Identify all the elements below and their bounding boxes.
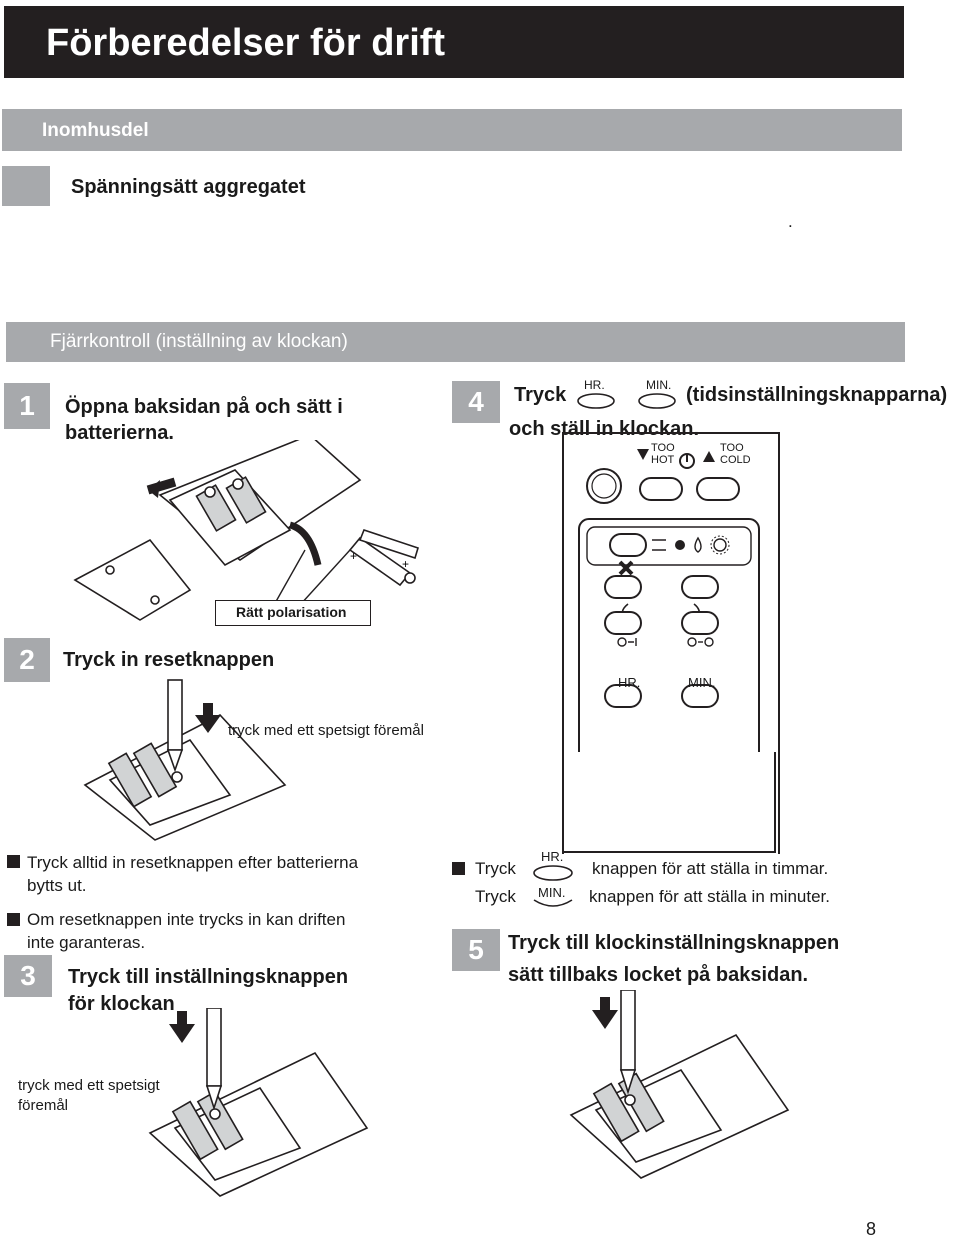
polarity-label-box: Rätt polarisation	[215, 600, 371, 626]
reset-illustration	[83, 679, 287, 841]
too-hot-l2: HOT	[651, 454, 675, 466]
svg-text:+: +	[402, 557, 409, 571]
min-note-button-icon	[533, 899, 573, 907]
step-5-line2: sätt tillbaks locket på baksidan.	[508, 964, 809, 986]
too-cold-l2: COLD	[720, 454, 751, 466]
clock-set-illustration-right	[569, 990, 790, 1179]
note-2-line1: Om resetknappen inte trycks in kan drift…	[27, 910, 346, 929]
power-dot: .	[788, 212, 793, 231]
press-arrow-icon	[195, 703, 221, 733]
too-hot-l1: TOO	[651, 442, 675, 454]
step-3-number: 3	[4, 955, 52, 997]
power-icon	[679, 453, 695, 469]
note-1-line1: Tryck alltid in resetknappen efter batte…	[27, 853, 359, 872]
remote-body-bottom	[562, 752, 776, 853]
step-5-line1: Tryck till klockinställningsknappen	[508, 932, 840, 954]
note-1-bullet	[7, 855, 20, 868]
step-3-press-label-l2: föremål	[18, 1097, 69, 1114]
remote-min-label: MIN.	[688, 675, 716, 690]
step-4-tryck: Tryck	[514, 384, 567, 406]
hr-note-bullet	[452, 862, 465, 875]
too-cold-l1: TOO	[720, 442, 744, 454]
power-heading: Spänningsätt aggregatet	[71, 176, 306, 198]
remote-buttons	[578, 468, 760, 752]
power-marker	[2, 166, 50, 206]
step-3-text-line1: Tryck till inställningsknappen	[68, 966, 349, 988]
press-arrow-icon-step5	[592, 997, 618, 1029]
note-1-line2: bytts ut.	[27, 876, 87, 895]
step-1-text-line2: batterierna.	[65, 422, 174, 444]
step-5-number: 5	[452, 929, 500, 971]
clock-set-illustration-left	[148, 1008, 369, 1197]
min-button-icon	[638, 393, 676, 409]
hr-note-label: HR.	[541, 849, 564, 864]
press-arrow-icon-step3	[169, 1011, 195, 1043]
note-2-line2: inte garanteras.	[27, 933, 146, 952]
step-3-text-line2: för klockan	[68, 993, 175, 1015]
too-hot-arrow-icon	[637, 449, 649, 460]
title-bar: Förberedelser för drift	[4, 6, 904, 78]
hr-note-text: knappen för att ställa in timmar.	[592, 859, 829, 878]
section-indoor-bar: Inomhusdel	[2, 109, 902, 151]
hr-button-icon	[577, 393, 615, 409]
step-4-line2: och ställ in klockan.	[509, 418, 700, 440]
min-note-text: knappen för att ställa in minuter.	[589, 887, 830, 906]
remote-body	[562, 432, 780, 854]
step-3-press-label-l1: tryck med ett spetsigt	[18, 1077, 160, 1094]
svg-text:+: +	[350, 549, 357, 563]
step-4-paren: (tidsinställningsknapparna)	[686, 384, 948, 406]
battery-install-illustration: ++	[73, 440, 419, 621]
min-note-label: MIN.	[538, 885, 566, 900]
hr-note-button-icon	[533, 865, 573, 881]
polarity-label: Rätt polarisation	[236, 604, 347, 620]
step-1-number: 1	[4, 383, 50, 429]
hr-note-tryck: Tryck	[475, 859, 516, 878]
step-4-hr-label: HR.	[584, 378, 605, 392]
step-2-number: 2	[4, 638, 50, 682]
remote-hr-label: HR.	[618, 675, 641, 690]
page-title: Förberedelser för drift	[46, 22, 446, 64]
page-number: 8	[866, 1219, 877, 1239]
section-remote-title: Fjärrkontroll (inställning av klockan)	[50, 331, 348, 352]
step-1-text-line1: Öppna baksidan på och sätt i	[65, 396, 343, 418]
min-note-tryck: Tryck	[475, 887, 516, 906]
step-4-number: 4	[452, 381, 500, 423]
too-cold-arrow-icon	[703, 451, 715, 462]
note-2-bullet	[7, 913, 20, 926]
press-pointed-label: tryck med ett spetsigt föremål	[228, 722, 424, 739]
step-2-text: Tryck in resetknappen	[63, 649, 275, 671]
section-indoor-title: Inomhusdel	[42, 120, 149, 141]
section-remote-bar: Fjärrkontroll (inställning av klockan)	[6, 322, 905, 362]
step-4-min-label: MIN.	[646, 378, 672, 392]
